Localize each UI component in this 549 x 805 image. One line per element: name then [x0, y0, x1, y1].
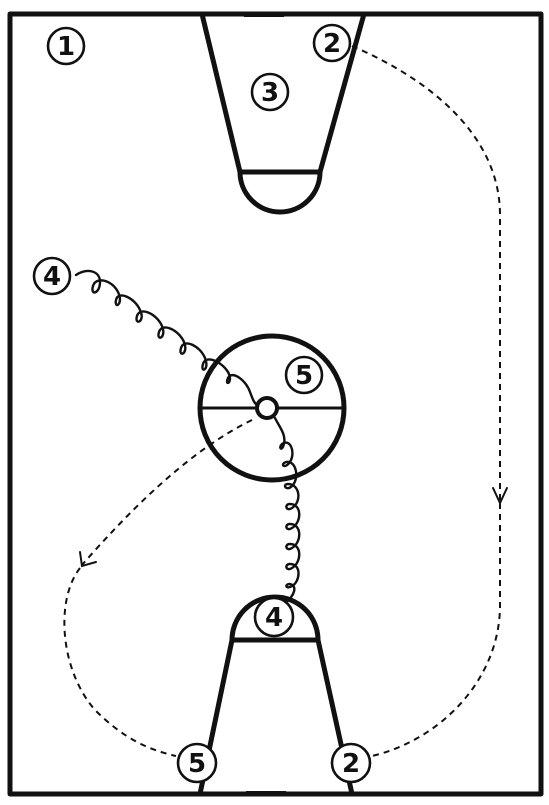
dribble-line-center-down: [273, 416, 301, 604]
player-number: 1: [57, 32, 75, 62]
player-marker: [312, 23, 352, 63]
player-p2-bottom: 2: [330, 742, 372, 784]
player-p5-center: 5: [284, 355, 324, 395]
player-number: 4: [265, 603, 283, 633]
top-free-throw-arc: [237, 171, 323, 215]
pass-line-2-top: [351, 45, 501, 500]
pass-line-5-bottom: [63, 567, 177, 757]
bottom-basket-mark: [246, 791, 286, 796]
player-marker: [253, 596, 295, 638]
player-p4-bottom: 4: [253, 596, 295, 638]
top-key-lane: [199, 13, 367, 175]
bottom-key-lane: [197, 637, 355, 795]
player-marker: [32, 256, 72, 296]
player-p5-bottom: 5: [176, 742, 218, 784]
player-marker: [250, 72, 290, 112]
player-marker: [284, 355, 324, 395]
player-number: 5: [295, 361, 313, 391]
player-marker: [330, 742, 372, 784]
player-number: 5: [188, 749, 206, 779]
player-number: 2: [342, 749, 360, 779]
dribble-line-4-left: [74, 269, 260, 408]
player-marker: [176, 742, 218, 784]
player-p1: 1: [46, 26, 86, 66]
player-p2-top: 2: [312, 23, 352, 63]
players-layer: 1 2 3 4 5 4 5 2: [32, 23, 372, 784]
player-p4-left: 4: [32, 256, 72, 296]
player-marker: [46, 26, 86, 66]
player-p3: 3: [250, 72, 290, 112]
player-number: 2: [323, 29, 341, 59]
player-number: 4: [43, 262, 61, 292]
ball-icon: [255, 396, 279, 420]
player-number: 3: [261, 78, 279, 108]
arrow-head-center-to-left: [79, 551, 97, 568]
top-basket-mark: [244, 12, 284, 17]
pass-line-2-bottom: [371, 503, 501, 757]
pass-line-center-to-left: [81, 419, 253, 566]
